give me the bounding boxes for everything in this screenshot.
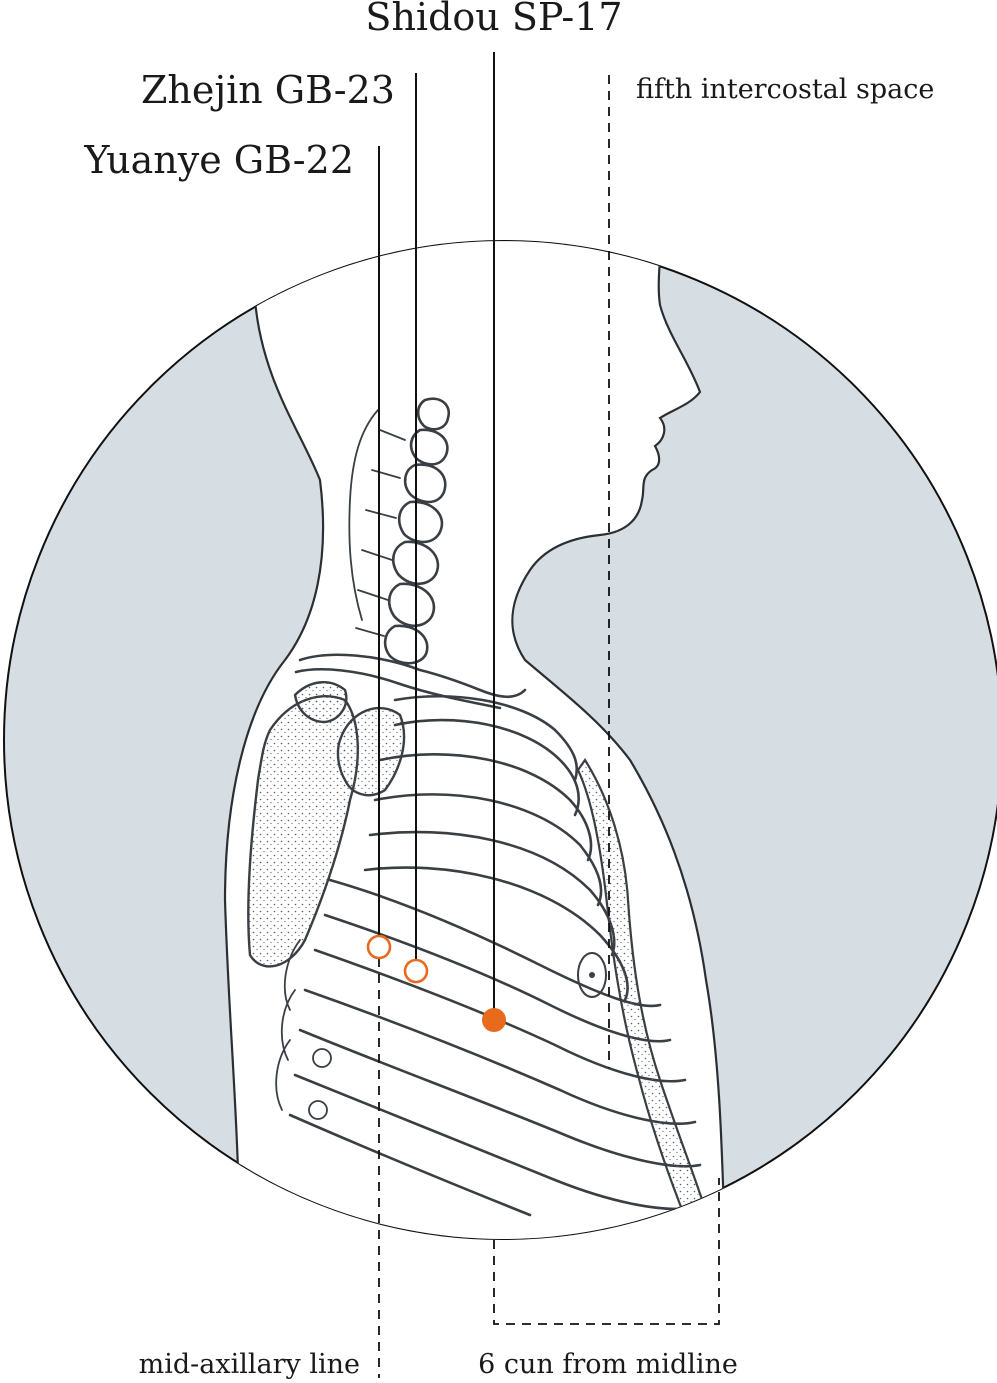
leader-lines — [378, 52, 495, 1015]
mid-axillary-label: mid-axillary line — [139, 1349, 360, 1380]
fifth-intercostal-label: fifth intercostal space — [636, 74, 934, 105]
shoulder-girdle — [247, 653, 527, 968]
yuanye-point — [366, 934, 392, 960]
six-cun-label: 6 cun from midline — [478, 1349, 738, 1380]
six-cun-bracket — [493, 1178, 720, 1325]
yuanye-label: Yuanye GB-22 — [83, 138, 354, 182]
acupoints — [366, 934, 506, 1032]
shidou-label: Shidou SP-17 — [365, 0, 622, 39]
zhejin-label: Zhejin GB-23 — [141, 68, 395, 112]
shidou-point — [482, 1008, 506, 1032]
labels: Shidou SP-17 Zhejin GB-23 Yuanye GB-22 f… — [83, 0, 934, 1380]
zhejin-point — [403, 958, 429, 984]
reference-lines — [378, 75, 720, 1378]
nipple-mark — [577, 952, 607, 998]
cervical-spine — [348, 397, 451, 665]
